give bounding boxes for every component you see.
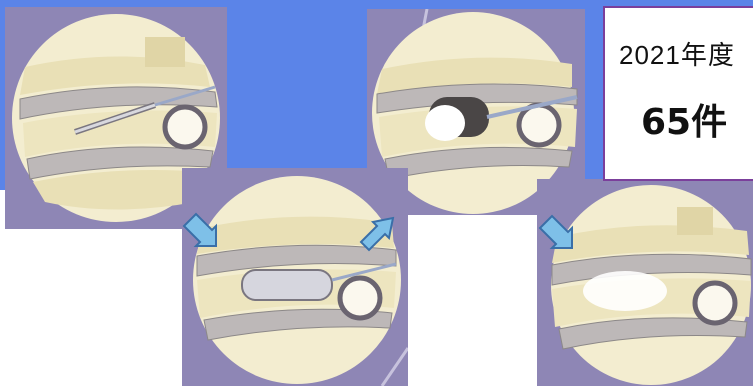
- arrow-icon: [538, 210, 582, 258]
- arrow-icon: [355, 212, 399, 260]
- stats-count: 65件: [641, 93, 727, 145]
- arrow-icon: [182, 208, 226, 256]
- stats-box: 2021年度 65件: [603, 6, 753, 181]
- illustration-step-2: [182, 168, 408, 386]
- stats-year: 2021年度: [619, 35, 735, 72]
